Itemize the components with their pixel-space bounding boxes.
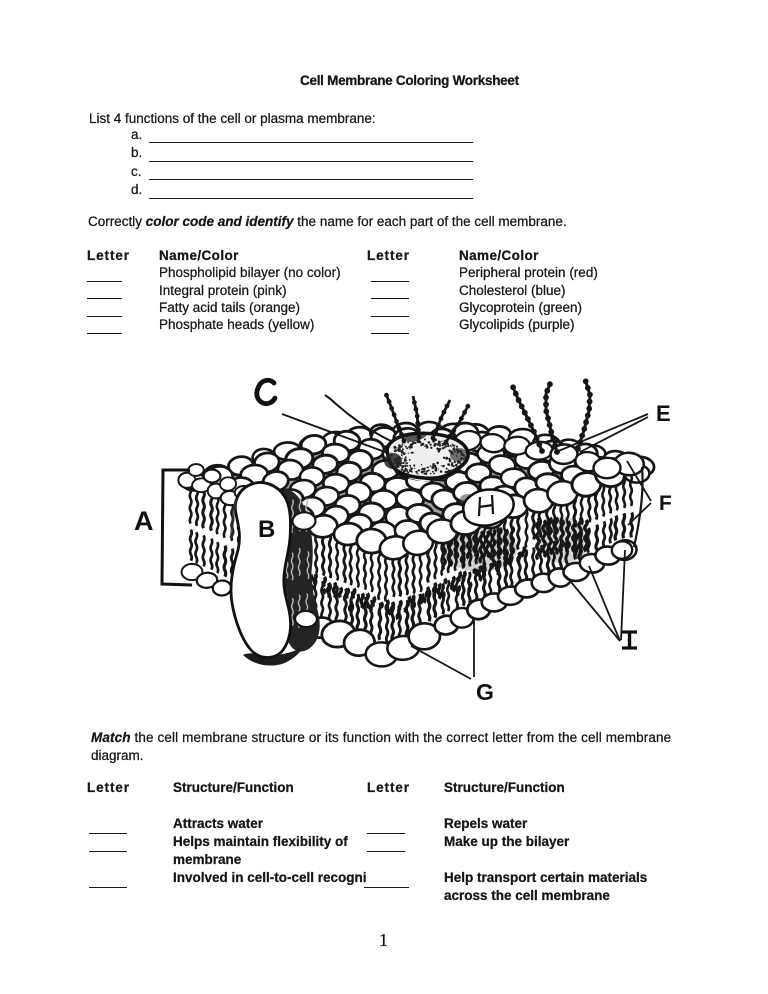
svg-text:E: E (656, 401, 671, 426)
svg-text:A: A (134, 506, 154, 536)
svg-text:F: F (659, 492, 672, 515)
svg-text:B: B (258, 516, 275, 543)
svg-text:G: G (476, 679, 494, 705)
